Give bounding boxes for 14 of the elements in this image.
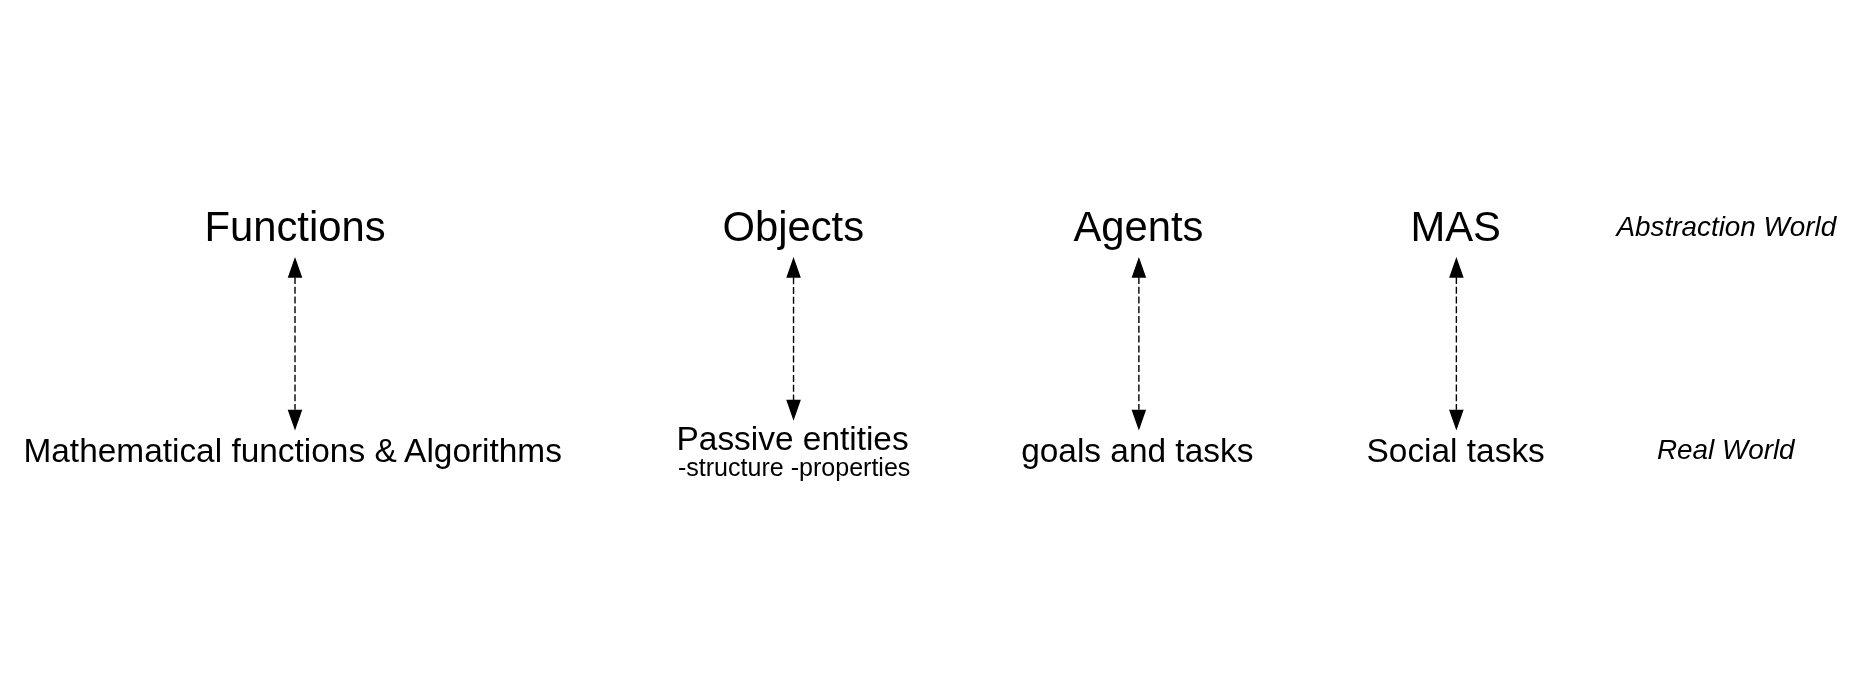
node-text: Passive entities -structure -properties xyxy=(676,419,911,482)
arrow xyxy=(287,256,303,431)
node-text: Mathematical functions & Algorithms xyxy=(23,432,562,470)
node-text: Functions xyxy=(204,202,386,250)
node-text: Objects xyxy=(722,202,865,250)
arrow xyxy=(1131,256,1147,431)
node-text: goals and tasks xyxy=(1021,432,1254,470)
node-text: Social tasks xyxy=(1366,432,1545,470)
label: Abstraction World xyxy=(1616,210,1837,242)
arrow xyxy=(786,256,801,421)
node-text: MAS xyxy=(1410,202,1501,250)
arrow xyxy=(1449,256,1464,431)
label: Real World xyxy=(1656,434,1795,466)
node-text: Agents xyxy=(1073,202,1204,250)
